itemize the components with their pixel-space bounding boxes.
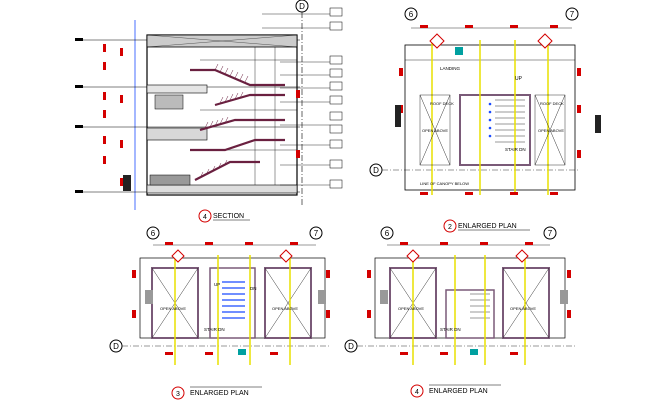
enlarged-plan-3: 6 7 D UP DN OPEN ABOVE OPEN ABOVE STAIR … bbox=[109, 226, 330, 400]
plan3-stair-dn: STAIR DN bbox=[204, 327, 225, 332]
plan2-up-label: UP bbox=[515, 76, 523, 82]
plan2-columns bbox=[431, 40, 549, 195]
section-drawing: D bbox=[75, 0, 343, 223]
grid-bubble-6-top-label: 6 bbox=[409, 10, 414, 19]
section-title-number: 4 bbox=[203, 214, 207, 221]
plan3-title-number: 3 bbox=[176, 391, 180, 398]
plan2-stair-dn: STAIR DN bbox=[505, 147, 526, 152]
plan2-title-number: 2 bbox=[448, 224, 452, 231]
plan3-stair-treads bbox=[222, 281, 245, 319]
plan3-open-above-left: OPEN ABOVE bbox=[160, 306, 186, 311]
section-dim-ticks-left bbox=[103, 44, 123, 186]
grid-bubble-6-bl bbox=[146, 226, 160, 240]
grid-bubble-7-bl bbox=[309, 226, 323, 240]
grid-bubble-7-top bbox=[565, 7, 579, 21]
grid-bubble-7-br bbox=[543, 226, 557, 240]
grid-bubble-6-br-label: 6 bbox=[385, 229, 390, 238]
plan4-stair-dn: STAIR DN bbox=[440, 327, 461, 332]
grid-bubble-6-br bbox=[380, 226, 394, 240]
section-annotation-tags bbox=[262, 13, 330, 186]
grid-bubble-7-top-label: 7 bbox=[570, 10, 575, 19]
plan4-title: ENLARGED PLAN bbox=[429, 388, 488, 395]
grid-bubble-d-bl-label: D bbox=[113, 342, 119, 351]
plan2-title-bubble bbox=[443, 219, 457, 233]
plan3-title: ENLARGED PLAN bbox=[190, 390, 249, 397]
section-glazing-grid bbox=[200, 47, 297, 185]
grid-bubble-7-bl-label: 7 bbox=[314, 229, 319, 238]
level-markers bbox=[75, 38, 83, 193]
plan4-open-above-left: OPEN ABOVE bbox=[398, 306, 424, 311]
plan4-title-number: 4 bbox=[415, 389, 419, 396]
plan3-open-above-right: OPEN ABOVE bbox=[272, 306, 298, 311]
section-title-bubble bbox=[198, 209, 212, 223]
plan4-open-above-right: OPEN ABOVE bbox=[510, 306, 536, 311]
plan2-roof-deck-left: ROOF DECK bbox=[430, 101, 454, 106]
plan3-up-label: UP bbox=[214, 282, 220, 287]
section-title: SECTION bbox=[213, 213, 244, 220]
plan2-landing-label: LANDING bbox=[440, 66, 461, 71]
grid-bubble-d-top-label: D bbox=[373, 166, 379, 175]
grid-bubble-6-top bbox=[404, 7, 418, 21]
plan4-stair-treads bbox=[470, 293, 490, 319]
plan4-title-bubble bbox=[410, 384, 424, 398]
plan2-open-above-right: OPEN ABOVE bbox=[538, 128, 564, 133]
grid-bubble-d-label: D bbox=[299, 2, 305, 11]
plan3-title-bubble bbox=[171, 386, 185, 400]
grid-bubble-7-br-label: 7 bbox=[548, 229, 553, 238]
grid-bubble-d-br-label: D bbox=[348, 342, 354, 351]
plan2-canopy-label: LINE OF CANOPY BELOW bbox=[420, 181, 469, 186]
plan3-dn-label: DN bbox=[250, 286, 257, 291]
plan2-roof-deck-right: ROOF DECK bbox=[540, 101, 564, 106]
plan2-open-above-left: OPEN ABOVE bbox=[422, 128, 448, 133]
enlarged-plan-4: 6 7 D OPEN ABOVE OPEN ABOVE STAIR DN 4 E… bbox=[344, 226, 575, 398]
plan2-title: ENLARGED PLAN bbox=[458, 223, 517, 230]
plan2-stair-treads bbox=[495, 99, 525, 143]
enlarged-plan-2: 6 7 D bbox=[369, 7, 601, 233]
grid-bubble-6-bl-label: 6 bbox=[151, 229, 156, 238]
stair-flights-section bbox=[190, 68, 285, 181]
